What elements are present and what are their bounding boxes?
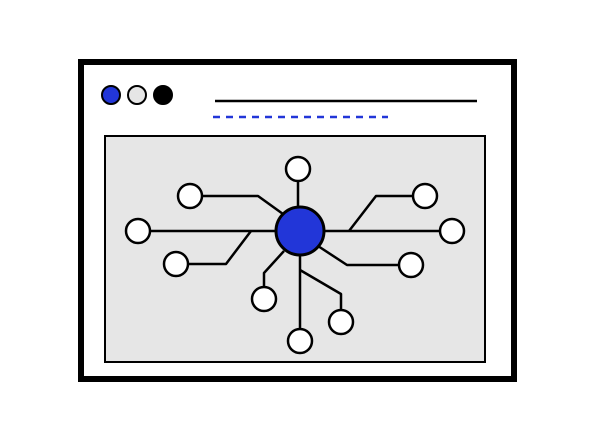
network-connectors [151, 182, 439, 328]
node-right [438, 217, 466, 245]
node-upper-right [411, 182, 439, 210]
node-bottom-left [250, 285, 278, 313]
node-left [124, 217, 152, 245]
node-bottom-right [327, 308, 355, 336]
window-dot-gray [127, 85, 147, 105]
window-dot-black [153, 85, 173, 105]
node-bottom [286, 327, 314, 355]
node-top [284, 155, 312, 183]
hub-node [274, 205, 326, 257]
node-lower-right [397, 251, 425, 279]
window-dot-blue [101, 85, 121, 105]
network-nodes [124, 155, 466, 355]
node-upper-left [176, 182, 204, 210]
node-lower-left [162, 250, 190, 278]
